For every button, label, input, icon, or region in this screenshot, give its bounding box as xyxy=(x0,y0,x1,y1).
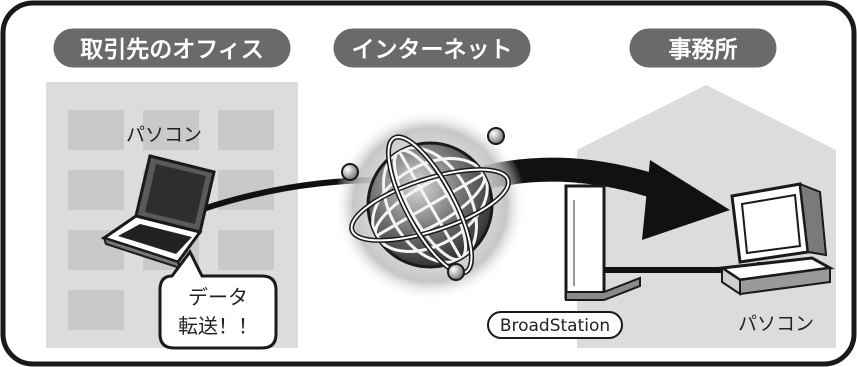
section-pill-client-office: 取引先のオフィス xyxy=(50,25,294,71)
router-label: BroadStation xyxy=(487,311,623,339)
laptop-label: パソコン xyxy=(126,124,202,146)
router-label-text: BroadStation xyxy=(500,316,610,336)
section-label-internet: インターネット xyxy=(352,37,513,63)
desktop-label: パソコン xyxy=(738,313,814,335)
desktop-computer-icon xyxy=(717,182,835,296)
laptop-icon xyxy=(100,154,216,270)
data-transfer-bubble: データ 転送！！ xyxy=(158,249,278,350)
section-label-office: 事務所 xyxy=(669,36,738,63)
bubble-line-1: データ xyxy=(188,285,248,309)
section-pill-internet: インターネット xyxy=(330,25,534,71)
internet-globe-icon xyxy=(334,109,526,301)
bubble-line-2: 転送！！ xyxy=(178,314,258,338)
section-label-client-office: 取引先のオフィス xyxy=(80,37,264,63)
section-pill-office: 事務所 xyxy=(626,25,780,71)
